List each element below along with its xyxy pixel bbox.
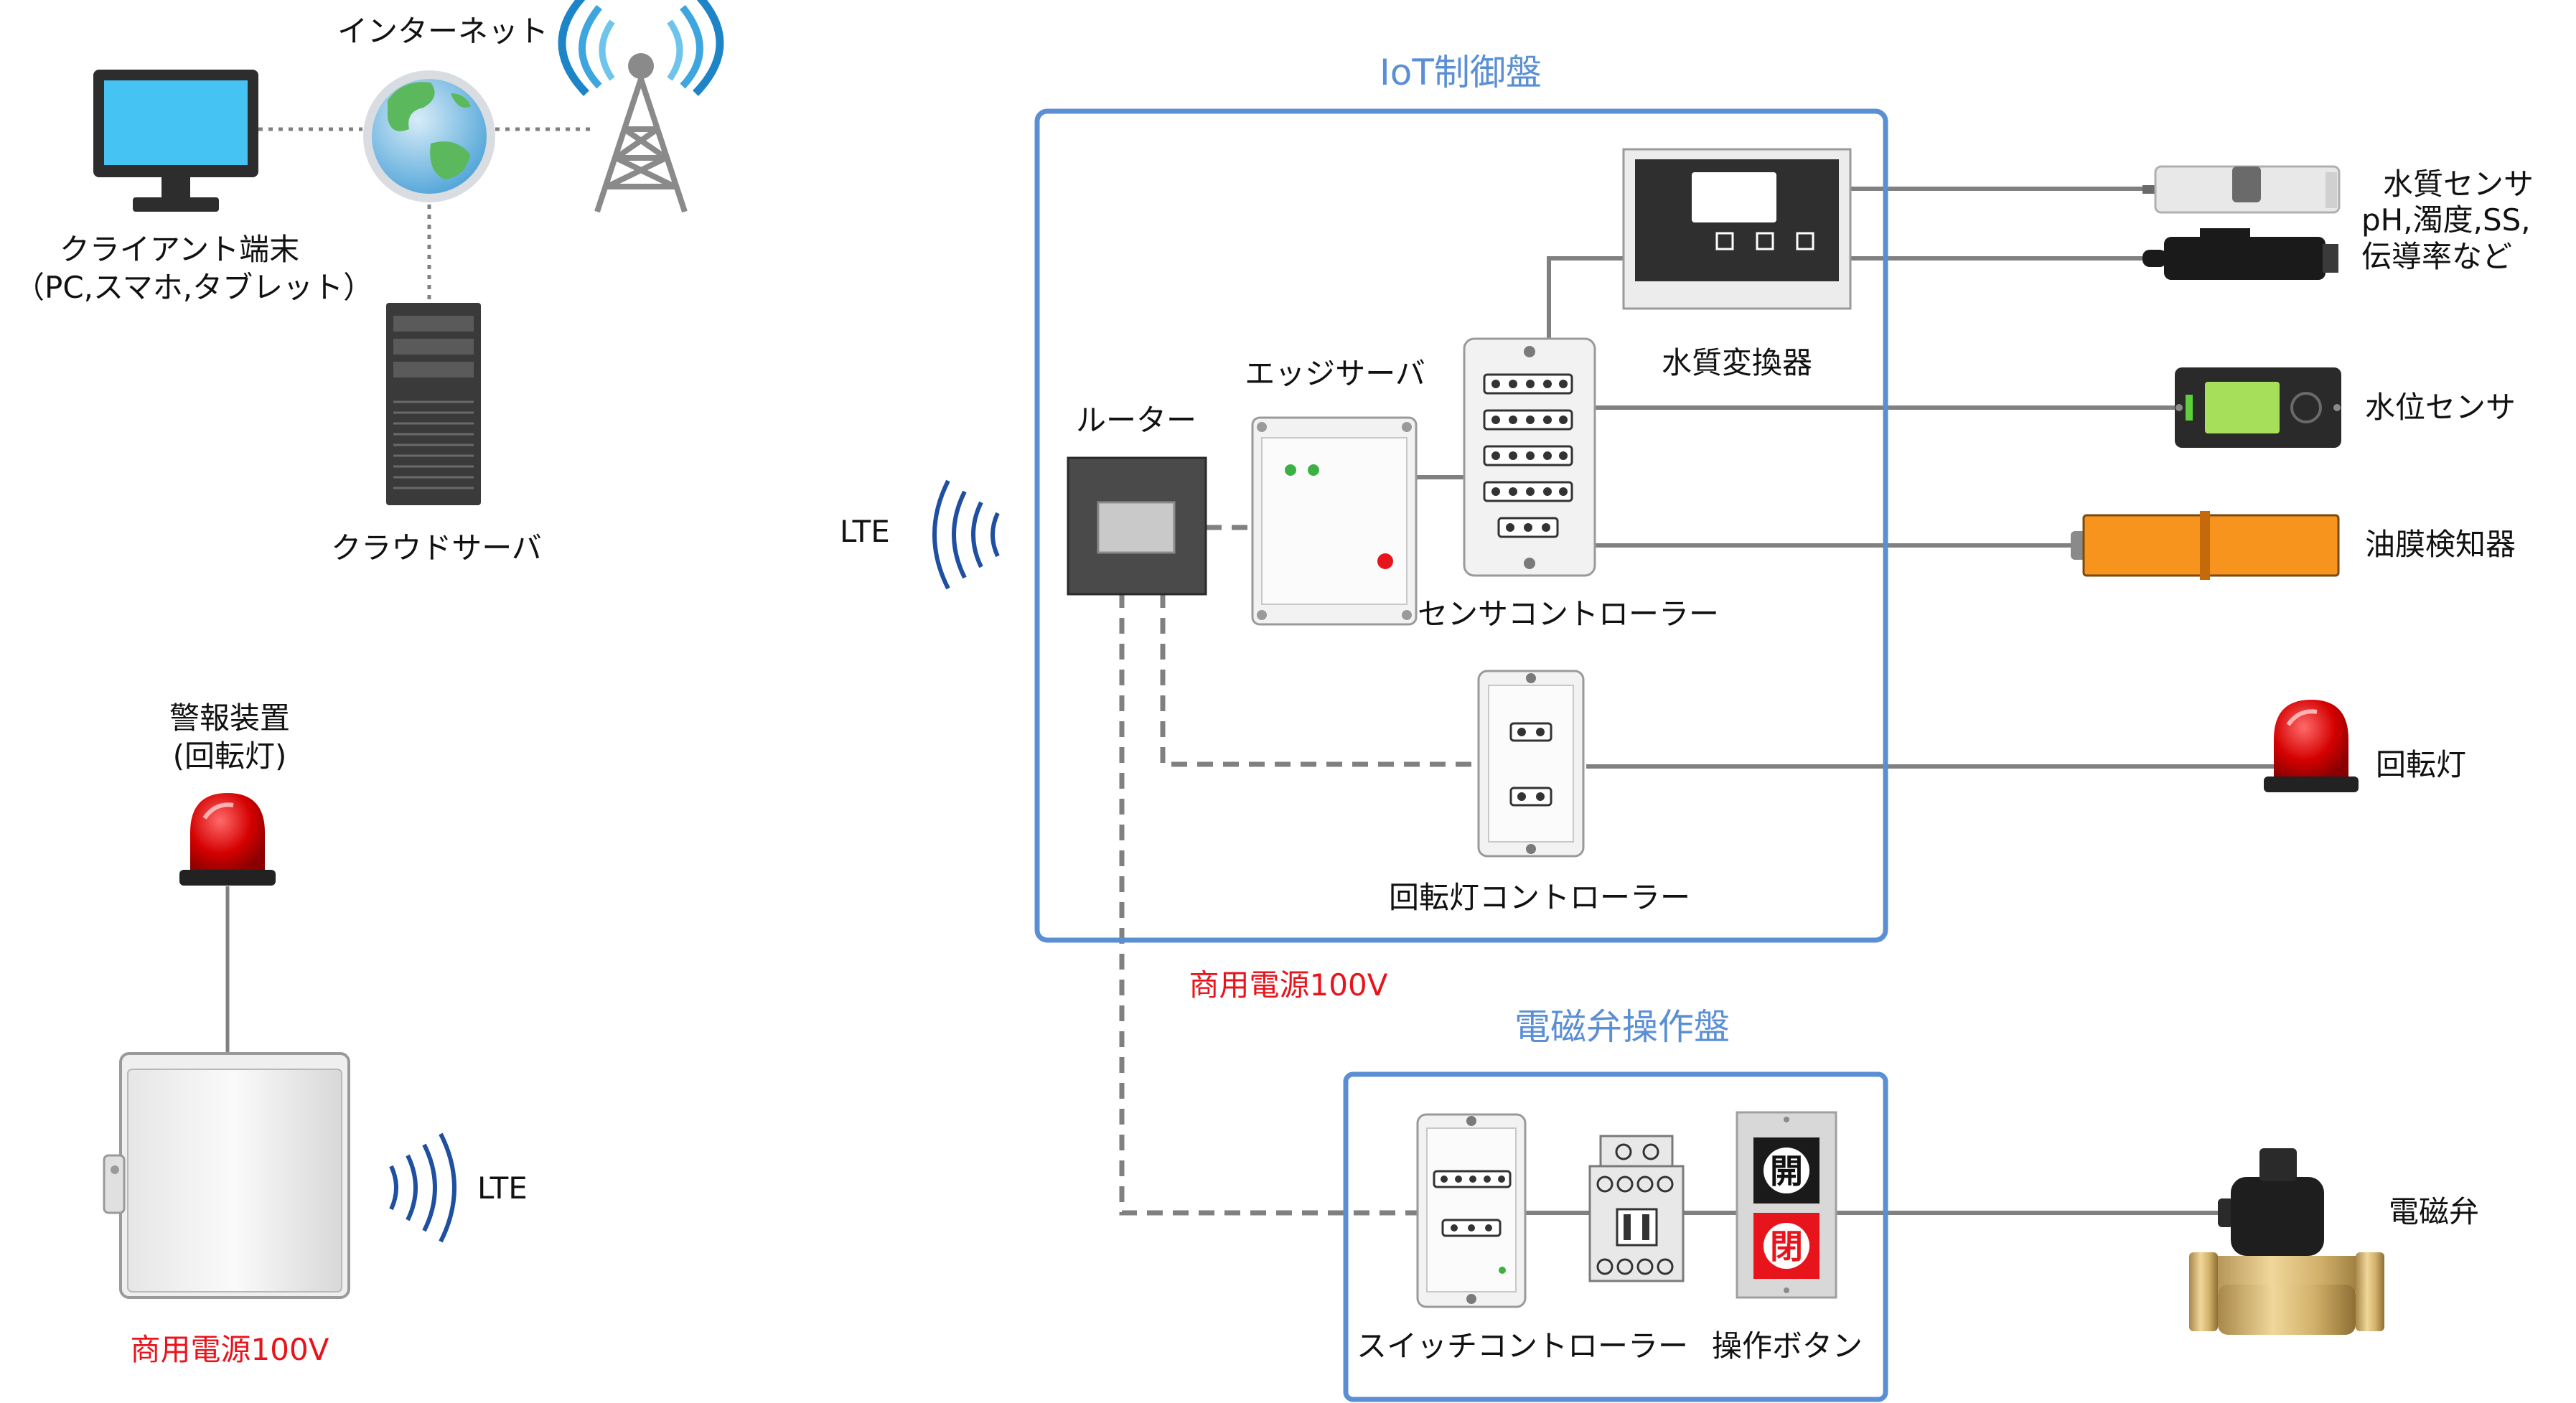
lte-label-center: LTE <box>840 514 890 549</box>
antenna-tower-icon <box>558 0 724 213</box>
oil-film-detector-icon <box>2071 511 2340 580</box>
power-label-left: 商用電源100V <box>130 1332 329 1367</box>
lte-wave-icon <box>932 479 1000 590</box>
solenoid-panel-title: 電磁弁操作盤 <box>1514 1006 1730 1048</box>
alarm-device-label: 警報装置 (回転灯) <box>136 700 323 775</box>
button-open-label: 開 <box>1770 1152 1803 1191</box>
water-quality-sensor-label: 水質センサ pH,濁度,SS, 伝導率など <box>2361 166 2534 275</box>
water-quality-converter-label: 水質変換器 <box>1661 345 1812 380</box>
enclosure-icon <box>103 1052 350 1299</box>
converter-icon <box>1622 148 1852 310</box>
client-terminal-line1: クライアント端末 <box>59 232 300 267</box>
oil-film-detector-label: 油膜検知器 <box>2365 527 2516 562</box>
switch-controller-label: スイッチコントローラー <box>1357 1328 1689 1364</box>
terminal-block-icon <box>1477 670 1585 858</box>
iot-panel-title: IoT制御盤 <box>1380 52 1542 93</box>
operation-button-label: 操作ボタン <box>1711 1328 1863 1364</box>
alarm-line1: 警報装置 <box>169 700 290 736</box>
sensor-controller-label: センサコントローラー <box>1418 596 1720 632</box>
rotating-light-label: 回転灯 <box>2376 747 2467 782</box>
lte-label-left: LTE <box>477 1170 528 1206</box>
power-label-center: 商用電源100V <box>1189 967 1388 1003</box>
water-quality-sensor-icon <box>2142 228 2338 280</box>
rotating-light-icon <box>179 793 276 886</box>
computer-icon <box>93 70 258 212</box>
push-button-icon <box>1736 1111 1837 1299</box>
water-level-sensor-icon <box>2175 367 2341 448</box>
cloud-server-label: クラウドサーバ <box>331 530 542 566</box>
water-quality-sensor-line1: 水質センサ <box>2383 166 2534 202</box>
router-icon <box>1067 456 1207 596</box>
button-close-label: 閉 <box>1770 1227 1803 1266</box>
alarm-line2: (回転灯) <box>172 738 287 774</box>
breaker-icon <box>1588 1135 1685 1282</box>
solenoid-panel-border <box>1343 1071 1888 1402</box>
solenoid-valve-label: 電磁弁 <box>2389 1194 2480 1229</box>
lte-wave-icon <box>389 1132 456 1243</box>
terminal-block-icon <box>1416 1113 1527 1308</box>
rotating-light-icon <box>2264 700 2359 792</box>
edge-server-icon <box>1251 416 1418 626</box>
client-terminal-label: クライアント端末 （PC,スマホ,タブレット） <box>14 231 374 306</box>
solenoid-valve-icon <box>2189 1148 2384 1335</box>
network-lines <box>225 127 2275 1216</box>
iot-panel-border <box>1034 108 1888 943</box>
client-terminal-line2: （PC,スマホ,タブレット） <box>14 269 374 305</box>
edge-server-label: エッジサーバ <box>1245 356 1425 391</box>
rotating-light-controller-label: 回転灯コントローラー <box>1389 880 1691 915</box>
globe-icon <box>363 70 495 202</box>
water-level-sensor-label: 水位センサ <box>2365 390 2516 425</box>
server-tower-icon <box>386 303 481 505</box>
internet-label: インターネット <box>337 14 549 49</box>
water-quality-sensor-line3: 伝導率など <box>2361 238 2513 274</box>
router-label: ルーター <box>1075 403 1196 438</box>
water-quality-sensor-icon <box>2142 165 2341 214</box>
water-quality-sensor-line2: pH,濁度,SS, <box>2361 202 2531 238</box>
terminal-block-icon <box>1463 337 1596 577</box>
